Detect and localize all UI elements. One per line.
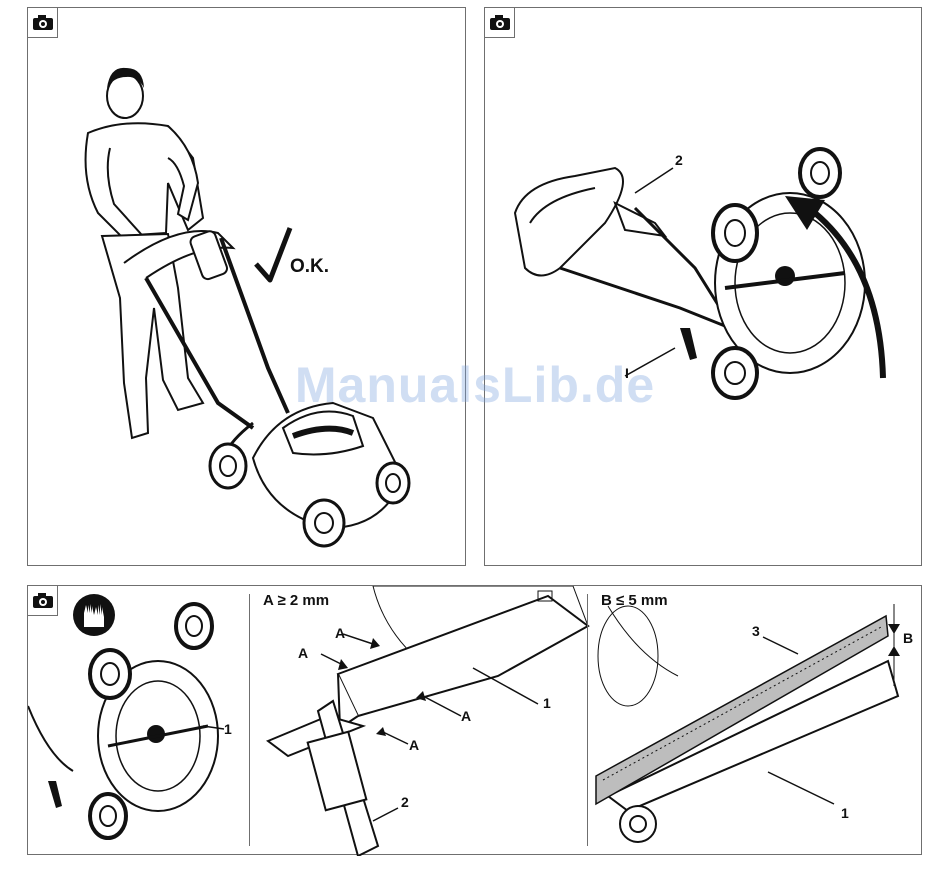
callout-a: A bbox=[298, 646, 308, 660]
section-divider bbox=[249, 594, 250, 846]
ok-label: O.K. bbox=[290, 256, 329, 278]
figure-panel-blade-check: 1 A ≥ 2 mm A A A A 1 2 B ≤ 5 mm 3 B 1 bbox=[27, 585, 922, 855]
section-a-header: A ≥ 2 mm bbox=[263, 593, 329, 608]
callout-a: A bbox=[461, 709, 471, 723]
tilted-mower-illustration bbox=[485, 8, 923, 567]
callout-a: A bbox=[335, 626, 345, 640]
callout-1-a: 1 bbox=[543, 696, 551, 710]
operator-mower-illustration bbox=[28, 8, 467, 567]
callout-2-a: 2 bbox=[401, 795, 409, 809]
callout-1-left: 1 bbox=[224, 722, 232, 736]
section-divider bbox=[587, 594, 588, 846]
section-b-header: B ≤ 5 mm bbox=[601, 593, 668, 608]
figure-panel-operator: O.K. bbox=[27, 7, 466, 566]
callout-2: 2 bbox=[675, 153, 683, 167]
checkmark-icon bbox=[256, 228, 290, 280]
callout-b: B bbox=[903, 631, 913, 645]
callout-3-b: 3 bbox=[752, 624, 760, 638]
callout-1-b: 1 bbox=[841, 806, 849, 820]
callout-i: I bbox=[625, 366, 629, 380]
callout-a: A bbox=[409, 738, 419, 752]
figure-panel-tilt: 2 I bbox=[484, 7, 922, 566]
blade-check-illustration bbox=[28, 586, 923, 856]
